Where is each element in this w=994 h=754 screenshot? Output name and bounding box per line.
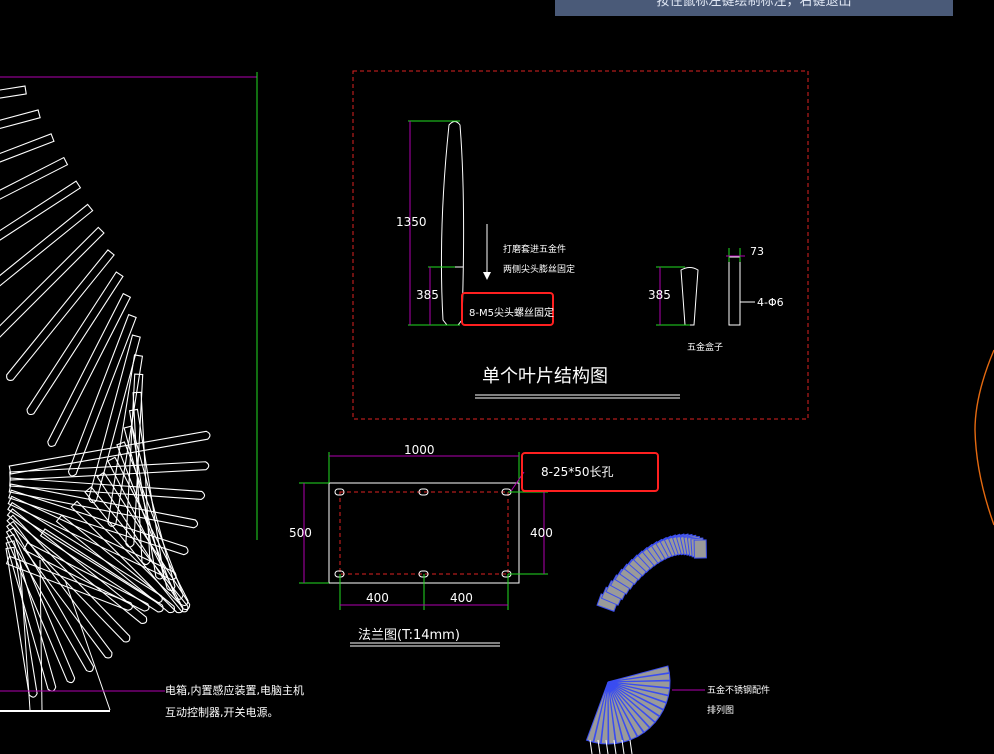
screw-label-highlight <box>461 292 554 326</box>
orange-outline-curve <box>974 349 994 526</box>
blade-screw-label: 8-M5尖头螺丝固定 <box>469 306 554 319</box>
fan-blade <box>67 313 137 477</box>
fan-blade <box>96 471 191 611</box>
hardware-dim-width: 73 <box>750 245 764 258</box>
base-leg <box>589 739 593 754</box>
flange-dim-height: 500 <box>289 526 312 540</box>
flange-drawing: 1000 500 400 400 400 8-25*50长孔 法兰图(T:14m… <box>289 443 659 647</box>
fan-blade-lower <box>6 520 113 659</box>
blade-note-line2: 两侧尖头膨丝固定 <box>503 263 575 275</box>
blade-dim-lower: 385 <box>416 288 439 302</box>
fan-blade-lower <box>9 461 210 481</box>
status-tooltip: 按住鼠标左键绘制标注，右键退出 <box>555 0 953 16</box>
fan-blade-lower <box>7 495 177 581</box>
fan-blade <box>125 373 144 548</box>
base-leg <box>613 739 617 754</box>
fan-blade <box>116 441 184 600</box>
flange-dim-width: 1000 <box>404 443 435 457</box>
hardware-caption: 五金盒子 <box>687 341 723 353</box>
fan-blade <box>47 292 132 447</box>
fan-blade-lower <box>5 527 95 673</box>
base-note-line2: 互动控制器,开关电源。 <box>165 705 279 719</box>
fan-blade <box>26 271 124 416</box>
fan-blade <box>0 180 82 241</box>
blade-dim-total: 1350 <box>396 215 427 229</box>
base-leg <box>621 739 625 754</box>
fan-blade <box>6 249 115 381</box>
fan-blade <box>0 133 55 163</box>
fan-blade <box>70 500 184 614</box>
fan-blade-lower <box>9 477 206 500</box>
hardware-dim-height: 385 <box>648 288 671 302</box>
base-leg <box>597 739 601 754</box>
flange-dim-bottom-right: 400 <box>450 591 473 605</box>
fan-sculpture: 电箱,内置感应装置,电脑主机 互动控制器,开关电源。 <box>0 72 304 719</box>
arrangement-label-line1: 五金不锈钢配件 <box>707 684 770 696</box>
fan-blade <box>107 456 189 607</box>
flange-dim-bottom-left: 400 <box>366 591 389 605</box>
stainless-arrangement: 五金不锈钢配件 排列图 <box>585 533 770 754</box>
fan-blade <box>5 555 133 611</box>
fan-blade <box>123 425 176 592</box>
flange-title: 法兰图(T:14mm) <box>358 628 460 643</box>
blade-title: 单个叶片结构图 <box>482 366 608 387</box>
arrangement-label-line2: 排列图 <box>707 704 734 716</box>
base-note-line1: 电箱,内置感应装置,电脑主机 <box>165 683 304 697</box>
base-leg <box>605 739 609 754</box>
fan-blade-lower <box>8 489 189 556</box>
fan-blade <box>55 514 176 614</box>
fan-blade <box>0 85 27 99</box>
fan-blade-lower <box>7 501 163 604</box>
fan-blade-lower <box>5 533 76 684</box>
fan-blade-lower <box>6 514 131 643</box>
hardware-box-part <box>693 539 707 559</box>
hardware-hole-label: 4-Φ6 <box>757 296 784 309</box>
base-leg <box>629 739 633 754</box>
blade-structure-detail: 1350 385 打磨套进五金件 两侧尖头膨丝固定 8-M5尖头螺丝固定 385… <box>352 70 809 420</box>
fan-blade <box>84 486 189 613</box>
fan-blade-lower <box>8 430 211 475</box>
fan-blade <box>39 528 164 613</box>
flange-slot-label: 8-25*50长孔 <box>541 465 614 479</box>
fan-blade-lower <box>8 483 199 529</box>
slot-label-highlight <box>521 452 659 492</box>
fan-blade-lower <box>6 508 148 624</box>
fan-blade <box>0 156 69 200</box>
fan-blade <box>0 203 94 287</box>
fan-blade <box>132 391 151 566</box>
fan-blade <box>23 541 150 612</box>
blade-note-line1: 打磨套进五金件 <box>503 243 566 255</box>
flange-dim-right: 400 <box>530 526 553 540</box>
